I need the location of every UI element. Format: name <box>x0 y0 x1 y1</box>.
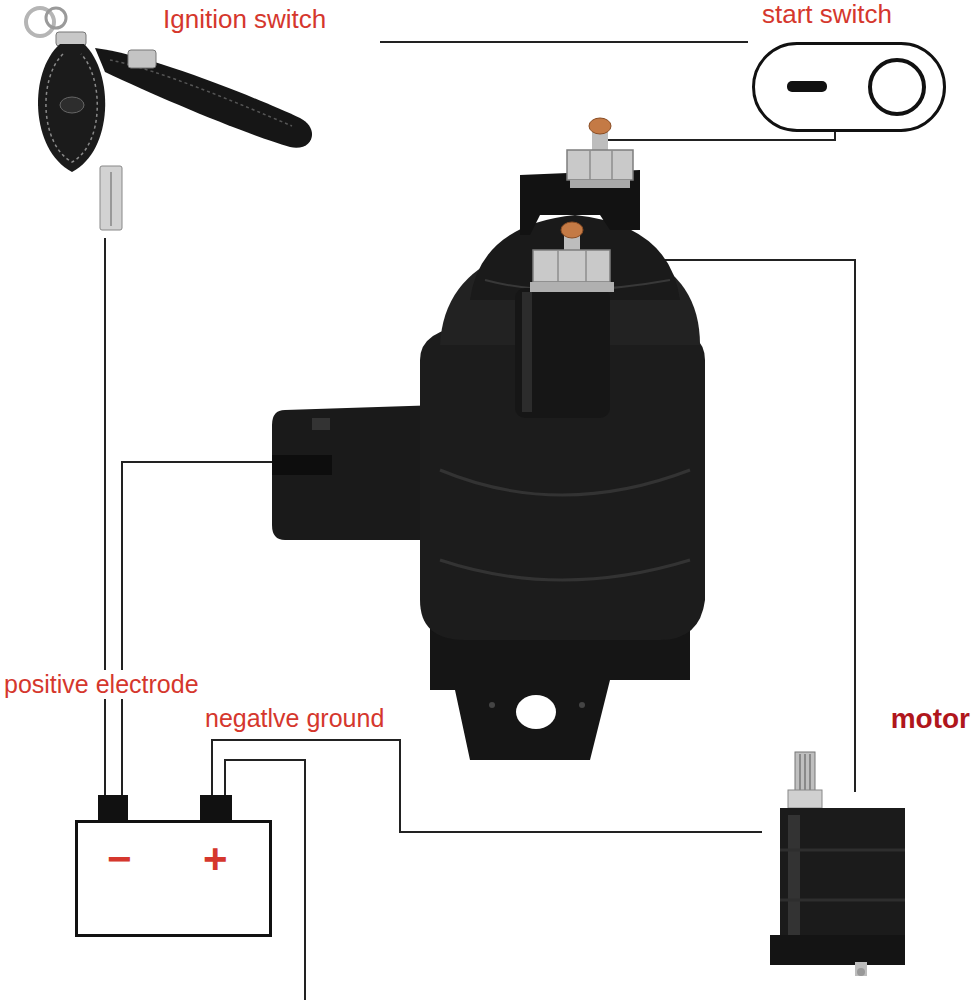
battery-terminal <box>98 795 128 823</box>
motor-text: motor <box>891 703 970 735</box>
starter-solenoid-part <box>440 470 690 495</box>
starter-motor-part <box>857 968 865 976</box>
switch-bar <box>787 81 827 92</box>
starter-solenoid-part <box>579 702 585 708</box>
battery-terminal <box>200 795 232 823</box>
starter-solenoid-part <box>589 118 611 134</box>
battery-text: + <box>203 835 228 883</box>
starter-solenoid-part <box>522 292 532 412</box>
starter-motor-part <box>788 815 800 935</box>
ignition-key-part <box>128 50 156 68</box>
starter-solenoid-part <box>530 282 614 292</box>
starter-solenoid-part <box>533 250 610 282</box>
starter-solenoid <box>272 118 705 760</box>
ignition-key-part <box>46 8 66 28</box>
ignition-key-part <box>95 48 312 148</box>
switch-circle <box>870 60 924 114</box>
ignition-key <box>26 8 312 230</box>
ignition-switch-text: Ignition switch <box>163 5 326 35</box>
battery-text: − <box>107 835 132 883</box>
starter-solenoid-part <box>561 222 583 238</box>
ignition-key-part <box>56 32 86 46</box>
starter-solenoid-part <box>272 455 332 475</box>
motor: motor <box>762 700 976 980</box>
ignition-key-part <box>60 97 84 113</box>
terminal-label: negatlve ground <box>203 704 386 733</box>
starter-solenoid-part <box>470 215 680 300</box>
battery-body <box>75 820 272 937</box>
wire-part <box>600 132 835 140</box>
battery: −+ <box>75 795 272 937</box>
ignition-key-part <box>46 54 97 162</box>
wire <box>212 740 762 832</box>
ignition-key-part <box>26 8 54 36</box>
starter-solenoid-part <box>570 180 630 188</box>
starter-motor-part <box>804 754 806 790</box>
starter-motor-part <box>788 790 822 808</box>
starter-solenoid-part <box>515 288 610 418</box>
starter-solenoid-part <box>489 702 495 708</box>
starter-motor-part <box>780 899 905 902</box>
start-switch: start switch <box>748 0 952 136</box>
starter-solenoid-part <box>516 695 556 729</box>
starter-solenoid-part <box>567 150 633 180</box>
wire <box>104 238 106 795</box>
starter-motor-part <box>809 754 811 790</box>
starter-motor-part <box>799 754 801 790</box>
start-switch-text: start switch <box>762 0 892 30</box>
starter-solenoid-part <box>272 405 445 540</box>
ignition-key-part <box>110 60 292 126</box>
terminal-label: positive electrode <box>2 670 201 699</box>
ignition-key-part <box>110 172 112 226</box>
starter-motor-part <box>855 962 867 976</box>
switch-outline <box>752 42 946 132</box>
starter-motor-part <box>780 849 905 852</box>
starter-motor-part <box>770 935 905 965</box>
switch-symbol <box>755 45 943 129</box>
starter-solenoid-part <box>585 250 587 282</box>
starter-motor <box>770 752 905 976</box>
ignition-switch: Ignition switch <box>28 2 380 238</box>
starter-solenoid-part <box>589 150 591 180</box>
ignition-key-part <box>100 166 122 230</box>
starter-motor-part <box>780 808 905 945</box>
starter-solenoid-part <box>557 250 559 282</box>
wire <box>380 41 748 43</box>
starter-solenoid-part <box>611 150 613 180</box>
ignition-key-part <box>38 44 105 172</box>
starter-solenoid-part <box>440 560 690 580</box>
starter-motor-part <box>795 752 815 792</box>
starter-solenoid-part <box>312 418 330 430</box>
